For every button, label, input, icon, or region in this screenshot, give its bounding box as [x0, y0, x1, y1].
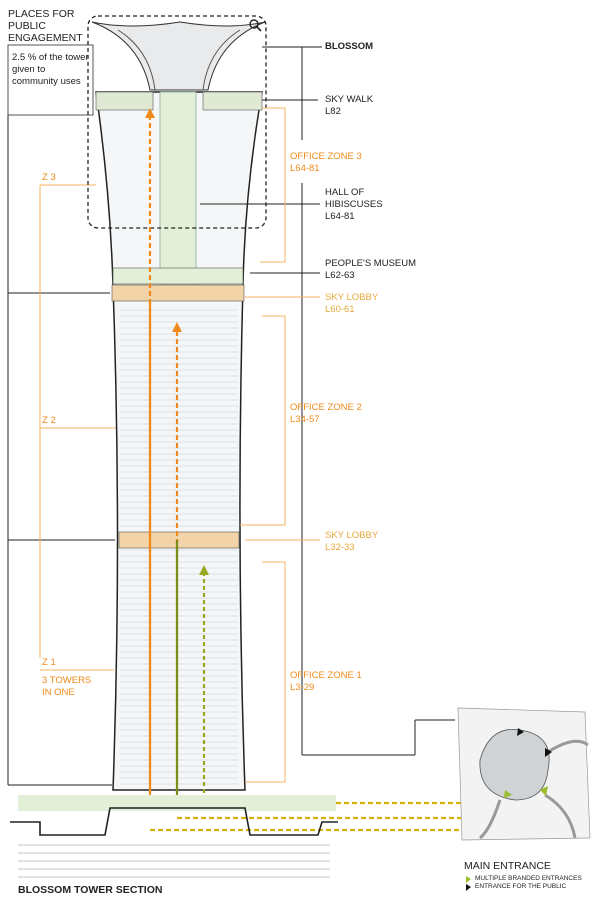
museum-label: PEOPLE'S MUSEUM — [325, 258, 417, 269]
sky-lobby-lower-level: L32-33 — [325, 542, 355, 553]
zone-lines — [39, 184, 116, 671]
sky-lobby-lower-label: SKY LOBBY — [325, 530, 379, 541]
sky-lobby-upper-label: SKY LOBBY — [325, 292, 379, 303]
legend-item-public: ENTRANCE FOR THE PUBLIC — [475, 883, 567, 890]
legend-title: MAIN ENTRANCE — [464, 860, 551, 872]
office-zone-1-level: L3-29 — [290, 682, 315, 693]
zoom-region — [87, 15, 267, 229]
page-title: PLACES FOR PUBLIC ENGAGEMENT — [8, 8, 83, 44]
blossom-label: BLOSSOM — [325, 41, 374, 52]
hall-label: HALL OF HIBISCUSES — [325, 187, 383, 210]
museum-level: L62-63 — [325, 270, 355, 281]
sky-lobby-lower — [118, 531, 240, 549]
office-zone-3-label: OFFICE ZONE 3 — [290, 151, 362, 162]
hall-level: L64-81 — [325, 211, 355, 222]
blossom-crown — [91, 21, 266, 91]
sky-walk-level: L82 — [325, 106, 341, 117]
zone-1-label: Z 1 — [42, 657, 56, 668]
podium — [10, 807, 338, 836]
zone-3-label: Z 3 — [42, 172, 56, 183]
sky-lobby-upper-level: L60-61 — [325, 304, 355, 315]
hall-of-hibiscuses — [159, 91, 197, 288]
section-title: BLOSSOM TOWER SECTION — [18, 884, 163, 896]
sky-lobby-upper — [111, 284, 245, 302]
sky-walk-label: SKY WALK — [325, 94, 374, 105]
three-towers-label: 3 TOWERS IN ONE — [42, 675, 92, 698]
office-zone-2-level: L34-57 — [290, 414, 320, 425]
peoples-museum — [112, 267, 244, 285]
left-bracket — [7, 44, 115, 786]
office-zone-3-level: L64-81 — [290, 163, 320, 174]
leader-lines — [200, 46, 455, 756]
community-note: 2.5 % of the tower given to community us… — [12, 52, 89, 87]
office-zone-1-label: OFFICE ZONE 1 — [290, 670, 362, 681]
legend-item-branded: MULTIPLE BRANDED ENTRANCES — [475, 875, 582, 882]
search-icon — [249, 19, 259, 29]
site-plan — [457, 707, 591, 841]
tower-body — [95, 91, 263, 791]
zone-2-label: Z 2 — [42, 415, 56, 426]
office-zone-2-label: OFFICE ZONE 2 — [290, 402, 362, 413]
